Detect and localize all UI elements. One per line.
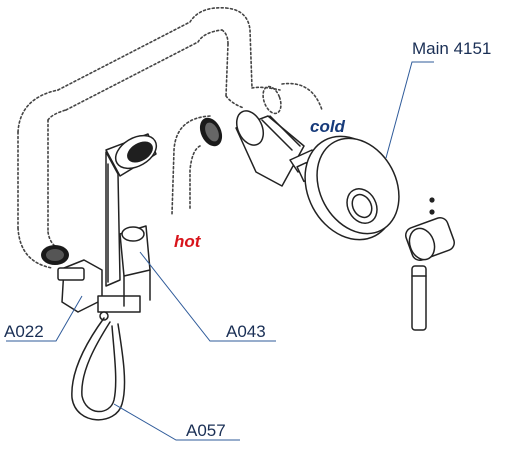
pipe-outline-dotted [17, 6, 323, 269]
leader-a043 [139, 251, 276, 342]
mixer-valve-body [235, 110, 321, 187]
hot-inlet-cap [199, 117, 223, 147]
label-hot: hot [174, 232, 202, 251]
leader-main-4151 [385, 61, 434, 159]
label-a057: A057 [186, 421, 226, 440]
wall-outlet-cap-left [41, 245, 69, 265]
leader-a057 [113, 403, 240, 441]
wall-holder-outlet [57, 225, 151, 321]
label-a043: A043 [226, 322, 266, 341]
cover-plate [304, 135, 400, 241]
leader-a022 [6, 295, 83, 342]
flexible-hose [71, 317, 126, 421]
label-main-4151: Main 4151 [412, 39, 491, 58]
hand-shower [105, 133, 158, 287]
lever-handle [405, 197, 455, 331]
label-cold: cold [310, 117, 346, 136]
label-a022: A022 [4, 322, 44, 341]
